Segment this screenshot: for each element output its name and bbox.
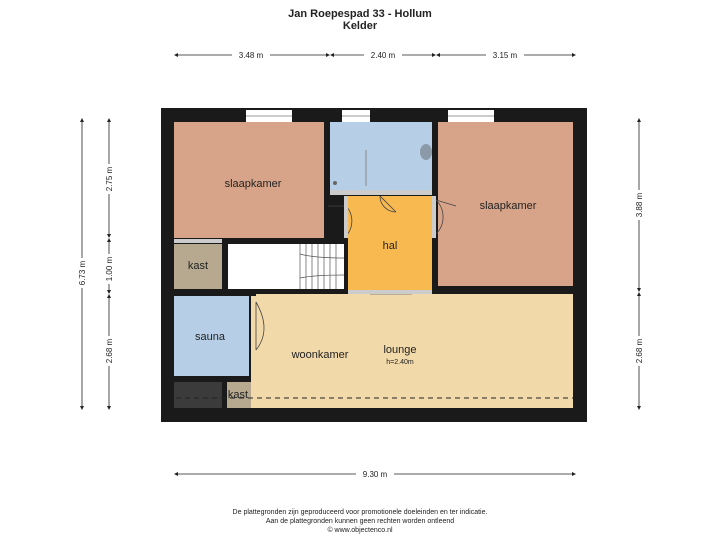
dimension-label: 2.68 m: [105, 338, 114, 363]
room-label-storage-bottom: kast: [228, 389, 248, 401]
wall-opening: [174, 239, 222, 243]
dimension-left-mid: 1.00 m: [103, 238, 115, 294]
floor-name: Kelder: [342, 20, 378, 32]
dimension-top-mid: 2.40 m: [330, 49, 436, 61]
room-label-hall: hal: [383, 240, 398, 252]
ceiling-height: h=2.40m: [386, 359, 414, 366]
dimension-right-upper: 3.88 m: [633, 118, 645, 292]
room-label-living: woonkamer: [291, 349, 349, 361]
wall-opening: [348, 290, 432, 294]
room-sauna: [174, 296, 249, 376]
room-label-storage-left: kast: [188, 260, 208, 272]
dimension-right-lower: 2.68 m: [633, 292, 645, 410]
room-dark-storage: [174, 382, 222, 408]
room-label-sauna: sauna: [195, 331, 226, 343]
stairs: [228, 244, 344, 289]
dimension-label: 2.68 m: [635, 338, 644, 363]
footer-disclaimer-2: Aan de plattegronden kunnen geen rechten…: [265, 518, 455, 525]
room-storage-left: [174, 244, 222, 289]
dimension-left-total: 6.73 m: [76, 118, 88, 410]
dimension-label: 6.73 m: [78, 260, 87, 285]
stair-treads: [299, 244, 345, 289]
room-bedroom-right: [438, 122, 573, 286]
dimension-top-right: 3.15 m: [436, 49, 576, 61]
footer-disclaimer-1: De plattegronden zijn geproduceerd voor …: [232, 509, 488, 516]
room-bedroom-left: [174, 122, 324, 238]
room-bathroom: [330, 122, 432, 190]
room-label-bedroom-right: slaapkamer: [480, 200, 537, 212]
dimension-label: 3.48 m: [239, 51, 264, 60]
dimension-label: 2.40 m: [371, 51, 396, 60]
dimension-label: 9.30 m: [363, 470, 388, 479]
dimension-label: 2.75 m: [105, 166, 114, 191]
door-frame: [344, 196, 348, 238]
wall-opening: [330, 190, 432, 195]
drain-icon: [333, 181, 337, 185]
dimension-label: 3.15 m: [493, 51, 518, 60]
room-lounge: [256, 294, 573, 408]
dimension-left-upper: 2.75 m: [103, 118, 115, 238]
dimension-label: 3.88 m: [635, 192, 644, 217]
room-label-lounge: lounge: [383, 344, 416, 356]
room-label-bedroom-left: slaapkamer: [225, 178, 282, 190]
door-frame: [432, 196, 436, 238]
dimension-left-lower: 2.68 m: [103, 294, 115, 410]
footer-credit: © www.objectenco.nl: [327, 527, 393, 534]
toilet-icon: [420, 144, 432, 160]
page-title: Jan Roepespad 33 - Hollum: [288, 8, 432, 20]
dimension-bottom-total: 9.30 m: [174, 468, 576, 480]
room-storage-bottom: [227, 382, 251, 408]
room-hall: [348, 196, 432, 290]
dimension-top-left: 3.48 m: [174, 49, 330, 61]
dimension-label: 1.00 m: [105, 256, 114, 281]
